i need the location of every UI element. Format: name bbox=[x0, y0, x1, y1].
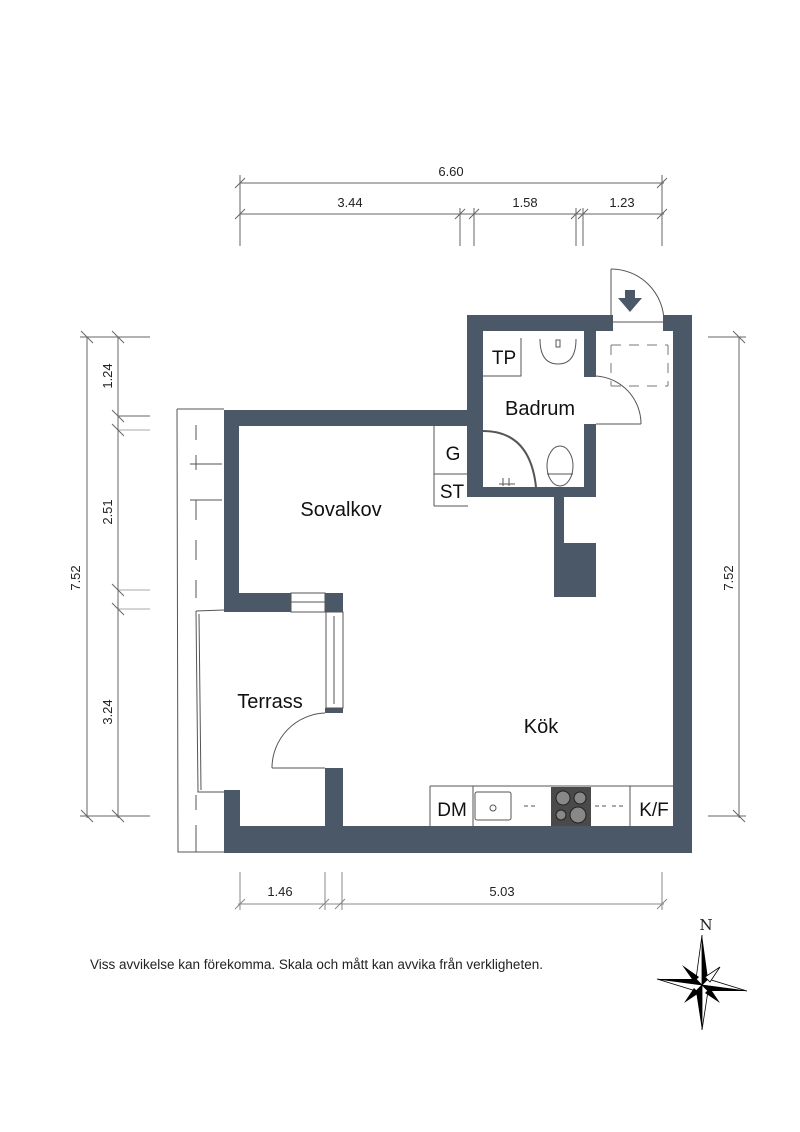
terrace-frame bbox=[195, 609, 225, 793]
dim-bottom-seg-2: 5.03 bbox=[489, 884, 514, 899]
fixture-label-dm: DM bbox=[437, 800, 467, 821]
right-dimensions bbox=[708, 330, 746, 823]
dim-top-seg-2: 1.58 bbox=[512, 195, 537, 210]
terrace-window bbox=[325, 611, 344, 709]
sink-icon bbox=[474, 791, 512, 821]
sink-icon bbox=[539, 338, 577, 365]
fixture-label-kf: K/F bbox=[639, 800, 669, 821]
kitchen-counter bbox=[429, 785, 673, 826]
toilet-icon bbox=[546, 445, 574, 487]
terrace-door[interactable] bbox=[271, 712, 326, 769]
dim-left-seg-2: 2.51 bbox=[100, 499, 115, 524]
fixture-label-st: ST bbox=[440, 482, 465, 503]
dim-top-total: 6.60 bbox=[438, 164, 463, 179]
room-label-sovalkov: Sovalkov bbox=[300, 499, 381, 521]
entrance-arrow-icon bbox=[618, 290, 642, 312]
entrance-door[interactable] bbox=[610, 268, 665, 323]
dim-right-total: 7.52 bbox=[721, 565, 736, 590]
dim-left-total: 7.52 bbox=[68, 565, 83, 590]
entry-closet bbox=[610, 344, 669, 387]
wardrobe-boxes bbox=[433, 426, 468, 507]
fixture-label-tp: TP bbox=[492, 348, 516, 369]
balcony-strip bbox=[176, 408, 224, 853]
dim-top-seg-1: 3.44 bbox=[337, 195, 362, 210]
room-label-badrum: Badrum bbox=[505, 398, 575, 420]
room-label-kok: Kök bbox=[524, 716, 559, 738]
room-label-terrass: Terrass bbox=[237, 691, 303, 713]
bottom-dimensions bbox=[234, 872, 668, 910]
shower-icon bbox=[482, 430, 537, 488]
compass-north-label: N bbox=[699, 916, 712, 934]
dim-top-seg-3: 1.23 bbox=[609, 195, 634, 210]
sovalkov-window bbox=[290, 592, 326, 613]
bathroom-door[interactable] bbox=[595, 375, 642, 425]
stove-icon bbox=[551, 787, 591, 826]
compass-rose-icon bbox=[656, 934, 748, 1031]
fixture-label-g: G bbox=[446, 444, 461, 465]
dim-left-seg-1: 1.24 bbox=[100, 363, 115, 388]
walls bbox=[224, 315, 692, 853]
disclaimer-text: Viss avvikelse kan förekomma. Skala och … bbox=[90, 957, 543, 972]
top-dimensions bbox=[234, 175, 668, 246]
bathroom-fixtures bbox=[482, 338, 577, 488]
dim-bottom-seg-1: 1.46 bbox=[267, 884, 292, 899]
left-dimensions bbox=[80, 330, 150, 823]
dim-left-seg-3: 3.24 bbox=[100, 699, 115, 724]
